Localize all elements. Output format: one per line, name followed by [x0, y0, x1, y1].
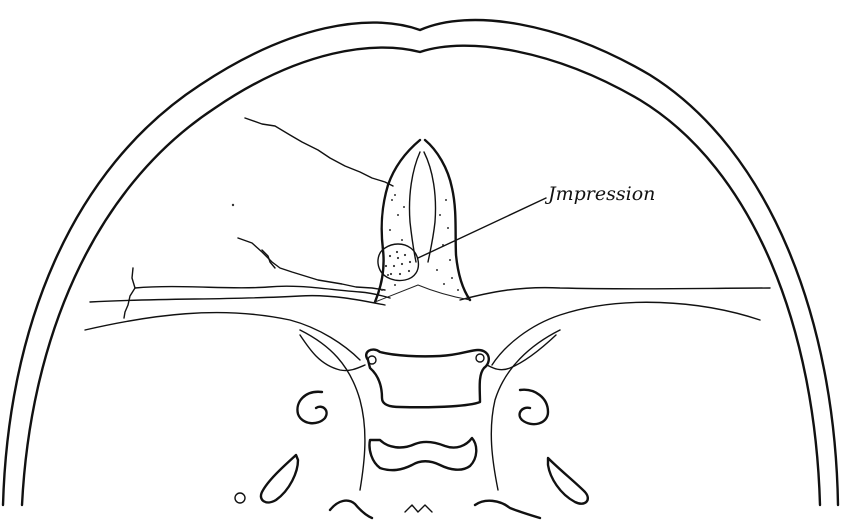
bottom-right-fragment	[475, 501, 540, 518]
upper-fracture-line	[245, 118, 393, 186]
lower-bone-fragments	[330, 501, 540, 518]
lower-sella-outline	[369, 438, 476, 470]
right-clinoid-process	[476, 354, 484, 362]
left-small-foramen	[235, 493, 245, 503]
crista-galli-inner-right	[424, 152, 436, 262]
cribriform-stippling	[381, 194, 459, 291]
crista-galli-left	[375, 140, 420, 302]
left-temporal-fracture	[124, 268, 135, 318]
orbital-ridges	[85, 288, 770, 365]
impression-stippling	[385, 251, 411, 275]
right-fossa-curve	[491, 330, 560, 490]
bottom-center-fragment	[405, 505, 432, 512]
upper-sella-outline	[366, 350, 489, 408]
crista-galli-right	[425, 140, 470, 300]
fracture-branch	[262, 250, 275, 268]
left-foramen	[261, 455, 298, 502]
left-orbital-ridge	[90, 296, 385, 305]
crista-galli-base	[375, 285, 470, 302]
bottom-left-fragment	[330, 501, 372, 518]
lower-fracture-line	[238, 238, 385, 290]
skull-vault-outline	[3, 20, 838, 505]
left-fossa-curve	[300, 330, 365, 490]
right-sphenoid-ridge	[487, 335, 556, 370]
sphenoid-structures	[366, 350, 489, 471]
ridge-fracture-join	[135, 286, 390, 298]
impression-leader-line	[418, 198, 546, 258]
crista-galli-inner-left	[409, 152, 420, 262]
foramina	[235, 455, 588, 504]
right-foramen	[548, 458, 588, 504]
left-lesser-wing	[85, 313, 360, 360]
stray-mark	[232, 204, 234, 206]
impression-label: Jmpression	[544, 183, 655, 205]
vault-outer-line	[3, 20, 838, 505]
right-orbital-ridge	[460, 288, 770, 300]
left-curl	[297, 392, 326, 423]
right-curl	[520, 390, 548, 424]
